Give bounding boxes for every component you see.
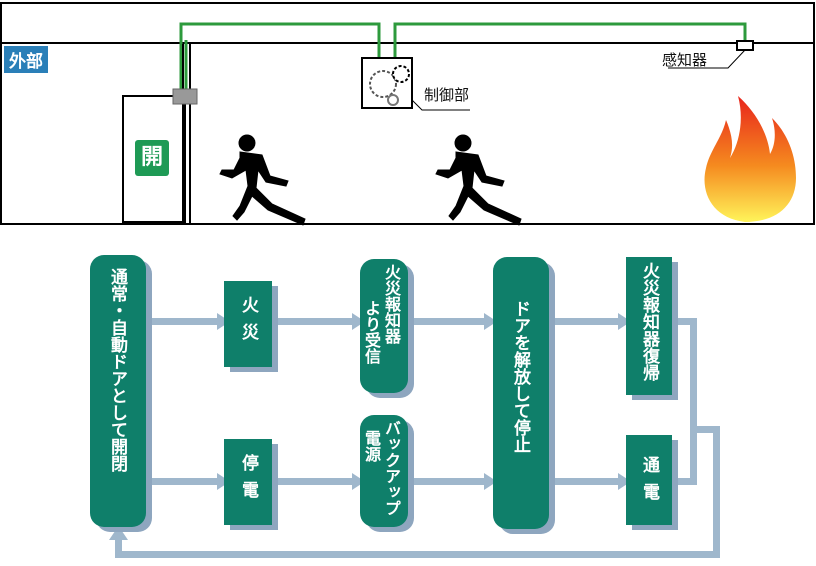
control-unit [361, 57, 470, 111]
flow-text-fire: 火災 [238, 296, 258, 350]
control-wiring [179, 22, 747, 92]
flow-box-backup [360, 415, 408, 527]
flow-boxes [90, 255, 672, 529]
running-person-icon [435, 134, 522, 226]
flow-box-stop [493, 257, 549, 529]
flow-text-outage: 停電 [238, 454, 258, 508]
smoke-sensor [668, 40, 754, 69]
sensor-label: 感知器 [662, 51, 708, 69]
running-person-icon [219, 134, 306, 226]
flow-text-power-on: 通電 [639, 456, 659, 510]
flow-box-fire-signal [360, 259, 408, 393]
control-unit-label: 制御部 [424, 86, 470, 104]
flow-box-outage [224, 439, 272, 525]
flow-text-alarm-reset: 火災報知器復帰 [639, 262, 659, 381]
building-section [0, 2, 815, 226]
flow-text-backup-a: バックアップ [382, 420, 401, 516]
flow-box-power-on [626, 435, 672, 525]
door-open-label: 開 [135, 140, 169, 176]
flow-box-start [90, 255, 146, 527]
flow-arrows [109, 313, 720, 558]
flow-text-fire-signal-b: より受信 [362, 300, 381, 364]
outside-tag: 外部 [4, 46, 48, 73]
flow-text-backup-b: 電源 [362, 430, 381, 462]
fire-flame-icon [704, 96, 796, 222]
flow-box-alarm-reset [626, 257, 672, 395]
flow-text-start: 通常・自動ドアとして開閉 [107, 268, 127, 472]
flow-text-stop: ドアを解放して停止 [510, 300, 530, 453]
flow-text-fire-signal-a: 火災報知器 [382, 264, 401, 344]
flow-box-fire [224, 281, 272, 367]
